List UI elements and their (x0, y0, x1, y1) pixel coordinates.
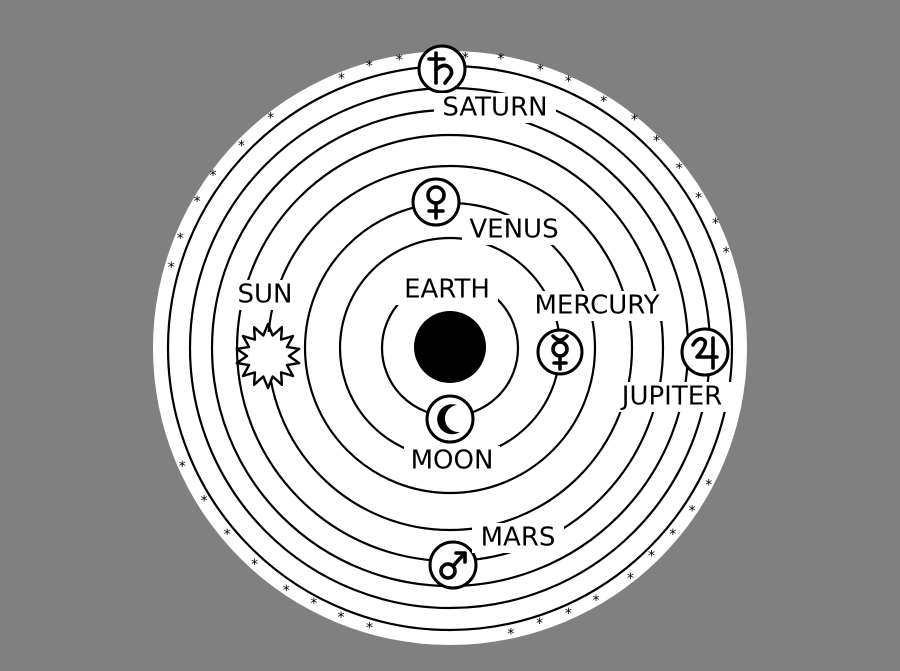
star-icon: * (210, 168, 217, 184)
label-saturn: SATURN (442, 93, 547, 123)
star-icon: * (565, 74, 572, 90)
star-icon: * (179, 459, 186, 475)
star-icon: * (238, 139, 245, 155)
star-icon: * (338, 610, 345, 626)
label-mercury: MERCURY (534, 291, 659, 321)
star-icon: * (283, 583, 290, 599)
venus-icon (426, 185, 446, 220)
label-jupiter: JUPITER (620, 382, 722, 412)
star-icon: * (565, 606, 572, 622)
label-sun: SUN (238, 280, 293, 310)
star-icon: * (627, 571, 634, 587)
star-icon: * (631, 112, 638, 128)
star-icon: * (593, 593, 600, 609)
star-icon: * (600, 94, 607, 110)
star-icon: * (462, 50, 469, 66)
star-icon: * (224, 527, 231, 543)
sun-symbol (235, 322, 301, 390)
star-icon: * (177, 231, 184, 247)
earth-disc (414, 311, 486, 383)
mercury-symbol (536, 328, 584, 376)
label-moon: MOON (411, 446, 494, 476)
label-venus: VENUS (469, 215, 558, 245)
star-icon: * (723, 245, 730, 261)
star-icon: * (168, 260, 175, 276)
star-icon: * (251, 557, 258, 573)
star-icon: * (310, 596, 317, 612)
saturn-symbol (417, 44, 467, 94)
star-icon: * (676, 161, 683, 177)
star-icon: * (396, 52, 403, 68)
label-mars: MARS (481, 523, 556, 553)
star-icon: * (497, 52, 504, 68)
star-icon: * (669, 527, 676, 543)
label-earth: EARTH (404, 275, 490, 305)
star-icon: * (267, 111, 274, 127)
star-icon: * (653, 134, 660, 150)
star-icon: * (537, 62, 544, 78)
sun-icon (235, 322, 301, 390)
moon-symbol (425, 394, 475, 444)
mercury-icon (551, 334, 569, 371)
star-icon: * (201, 494, 208, 510)
star-icon: * (695, 191, 702, 207)
star-icon: * (366, 621, 373, 637)
mars-symbol (428, 540, 478, 590)
jupiter-symbol (680, 327, 730, 377)
star-icon: * (194, 194, 201, 210)
jupiter-icon (691, 336, 719, 370)
star-icon: * (366, 58, 373, 74)
star-icon: * (648, 549, 655, 565)
star-icon: * (507, 627, 514, 643)
moon-icon (437, 404, 460, 435)
saturn-icon (427, 51, 454, 85)
star-icon: * (705, 478, 712, 494)
star-icon: * (689, 503, 696, 519)
venus-symbol (411, 177, 461, 227)
star-icon: * (536, 616, 543, 632)
labels: SATURN VENUS SUN EARTH MERCURY JUPITER M… (230, 93, 735, 553)
mars-icon (439, 551, 467, 580)
star-icon: * (712, 216, 719, 232)
star-icon: * (338, 71, 345, 87)
